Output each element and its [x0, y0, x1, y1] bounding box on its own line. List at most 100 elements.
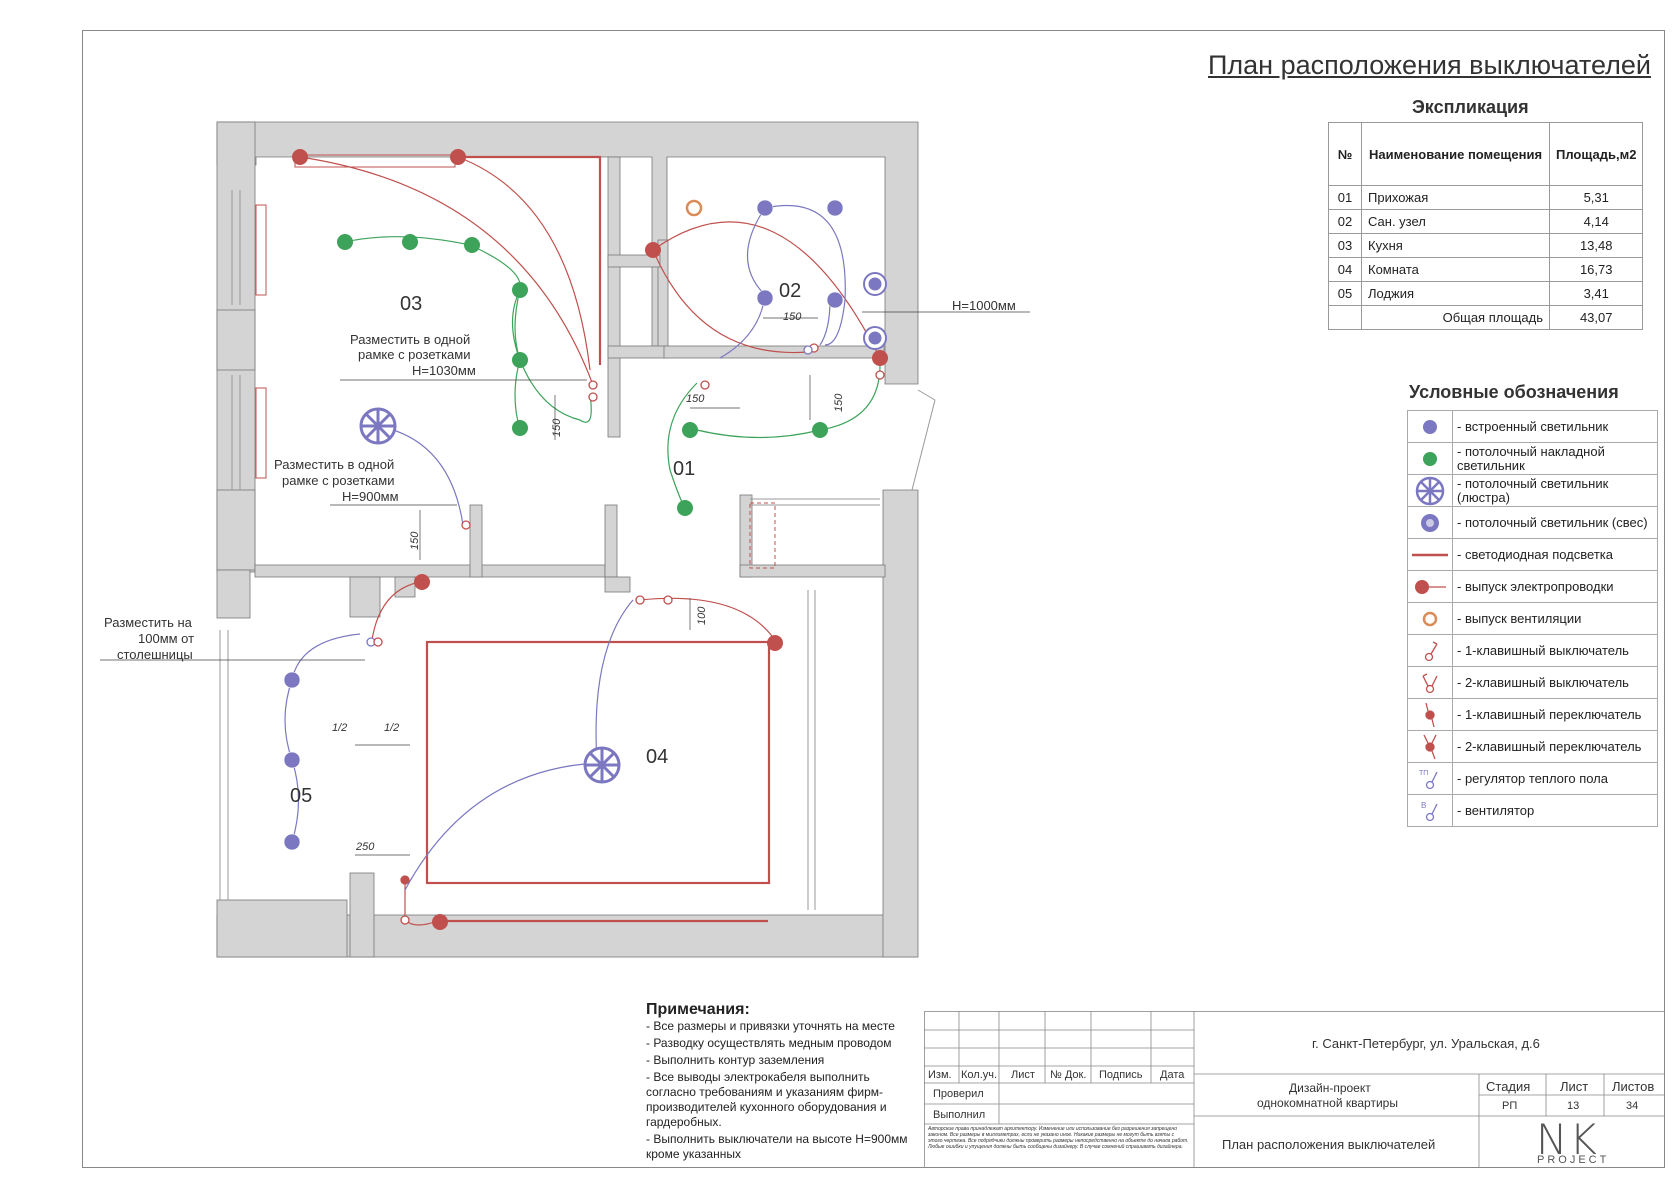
notes-heading: Примечания: — [646, 1001, 750, 1018]
explication-area: 16,73 — [1548, 257, 1644, 282]
stamp-drawing-title: План расположения выключателей — [1222, 1137, 1436, 1152]
legend-label: - потолочный накладной светильник — [1452, 442, 1658, 475]
dim-250: 250 — [355, 841, 375, 853]
explication-total-value: 43,07 — [1548, 305, 1644, 330]
dim-half-2: 1/2 — [384, 722, 399, 734]
explication-num: 05 — [1328, 281, 1362, 306]
stamp-project-2: однокомнатной квартиры — [1257, 1096, 1398, 1110]
note-item: - Выполнить выключатели на высоте H=900м… — [646, 1132, 908, 1161]
explication-name: Сан. узел — [1361, 209, 1550, 234]
explication-num: 02 — [1328, 209, 1362, 234]
explication-area: 5,31 — [1548, 185, 1644, 210]
note-item: - Все выводы электрокабеля выполнить сог… — [646, 1070, 887, 1129]
dim-150-bath: 150 — [783, 311, 802, 323]
explication-area: 3,41 — [1548, 281, 1644, 306]
legend-label: - выпуск вентиляции — [1452, 602, 1658, 635]
legend-label: - 1-клавишный переключатель — [1452, 698, 1658, 731]
room-labels: 03 02 01 04 05 — [290, 280, 801, 807]
wiring-outlets — [292, 149, 888, 930]
ventilation-outlet-icon — [1422, 611, 1438, 626]
floor-heating-regulator-icon: ТП — [1419, 770, 1438, 789]
ventilation-outlet — [685, 199, 703, 217]
ceiling-surface-lights — [337, 234, 828, 516]
dim-150-kitchen2: 150 — [409, 531, 421, 550]
legend-row: - потолочный светильник (люстра) — [1407, 474, 1658, 507]
stamp-sheets-label: Листов — [1612, 1079, 1655, 1094]
stamp-copyright: Авторские права принадлежат архитектору.… — [928, 1126, 1189, 1150]
explication-header-row: № Наименование помещения Площадь,м2 — [1328, 122, 1644, 186]
note-item: - Все размеры и привязки уточнять на мес… — [646, 1019, 895, 1033]
legend-row: - 1-клавишный переключатель — [1407, 698, 1658, 731]
legend-row: - потолочный накладной светильник — [1407, 442, 1658, 475]
stamp-col-doc: № Док. — [1050, 1069, 1087, 1081]
legend-row: - светодиодная подсветка — [1407, 538, 1658, 571]
table-row: 05 Лоджия 3,41 — [1328, 281, 1644, 306]
legend-row: - 2-клавишный переключатель — [1407, 730, 1658, 763]
legend-label: - встроенный светильник — [1452, 410, 1658, 443]
legend-row: - 2-клавишный выключатель — [1407, 666, 1658, 699]
windows — [219, 190, 936, 910]
explication-col-name: Наименование помещения — [1361, 122, 1550, 186]
legend-row: ТП - регулятор теплого пола — [1407, 762, 1658, 795]
drawing-title: План расположения выключателей — [1208, 50, 1651, 80]
note-frame900-3: H=900мм — [342, 489, 399, 504]
legend-row: - выпуск вентиляции — [1407, 602, 1658, 635]
legend-label: - 2-клавишный выключатель — [1452, 666, 1658, 699]
room-label-04: 04 — [646, 746, 668, 768]
pendant-light-icon — [1421, 513, 1439, 532]
legend-label: - вентилятор — [1452, 794, 1658, 827]
red-wiring — [299, 156, 881, 926]
room-label-03: 03 — [400, 293, 422, 315]
legend-table: - встроенный светильник - потолочный нак… — [1407, 410, 1658, 827]
stamp-stage-label: Стадия — [1486, 1079, 1531, 1094]
stamp-made: Выполнил — [933, 1109, 986, 1121]
dim-150-hall2: 150 — [833, 393, 845, 412]
stamp-sheet: 13 — [1567, 1100, 1580, 1112]
explication-area: 4,14 — [1548, 209, 1644, 234]
table-row: 03 Кухня 13,48 — [1328, 233, 1644, 258]
dimensions: 150 150 150 150 150 100 250 1/2 1/2 — [332, 311, 845, 853]
blue-wiring — [284, 204, 846, 891]
explication-name: Прихожая — [1361, 185, 1550, 210]
legend-row: - потолочный светильник (свес) — [1407, 506, 1658, 539]
note-kitchen-frame-1: Разместить в одной — [350, 332, 470, 347]
note-kitchen-frame-3: H=1030мм — [412, 363, 476, 378]
ceiling-surface-light-icon — [1423, 451, 1437, 466]
toggle-2-key-icon — [1423, 734, 1437, 759]
plan-notes: Разместить в одной рамке с розетками H=1… — [104, 298, 1016, 662]
explication-total-label: Общая площадь — [1361, 305, 1550, 330]
explication-total-blank — [1328, 305, 1362, 330]
legend-label: - 2-клавишный переключатель — [1452, 730, 1658, 763]
legend-row: - выпуск электропроводки — [1407, 570, 1658, 603]
table-row: 01 Прихожая 5,31 — [1328, 185, 1644, 210]
chandelier-icon — [1415, 476, 1445, 505]
toggle-1-key-icon — [1425, 702, 1435, 727]
legend-label: - 1-клавишный выключатель — [1452, 634, 1658, 667]
explication-col-area: Площадь,м2 — [1548, 122, 1644, 186]
walls — [216, 121, 919, 958]
explication-total-row: Общая площадь 43,07 — [1328, 305, 1644, 330]
dim-150-hall: 150 — [686, 393, 705, 405]
explication-num: 04 — [1328, 257, 1362, 282]
led-strips — [425, 155, 771, 923]
legend-label: - выпуск электропроводки — [1452, 570, 1658, 603]
dim-100: 100 — [696, 606, 708, 625]
pendant-lights — [863, 272, 887, 350]
legend-row: В - вентилятор — [1407, 794, 1658, 827]
stamp-project-1: Дизайн-проект — [1289, 1081, 1371, 1095]
note-countertop-3: столешницы — [117, 647, 193, 662]
explication-num: 03 — [1328, 233, 1362, 258]
svg-text:ТП: ТП — [1419, 770, 1428, 777]
explication-num: 01 — [1328, 185, 1362, 210]
explication-heading: Экспликация — [1412, 97, 1529, 117]
note-item: - Разводку осуществлять медным проводом — [646, 1036, 892, 1050]
dim-half-1: 1/2 — [332, 722, 347, 734]
legend-label: - светодиодная подсветка — [1452, 538, 1658, 571]
svg-text:В: В — [1421, 801, 1426, 810]
builtin-light-icon — [1423, 419, 1437, 434]
legend-label: - регулятор теплого пола — [1452, 762, 1658, 795]
stamp-checked: Проверил — [933, 1088, 984, 1100]
stamp-address: г. Санкт-Петербург, ул. Уральская, д.6 — [1312, 1036, 1540, 1051]
note-bath-height: H=1000мм — [952, 298, 1016, 313]
